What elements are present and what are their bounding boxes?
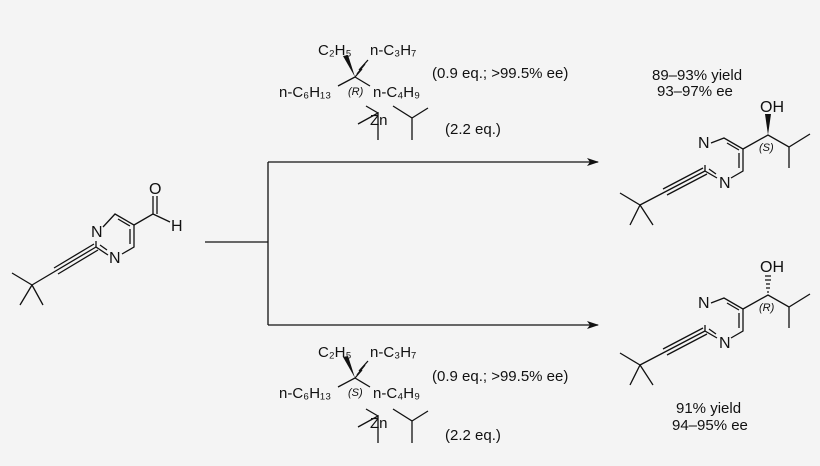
bottom-hydroxyl: OH [760,259,784,276]
bottom-yield: 91% yield [676,400,741,417]
zinc-amount: (2.2 eq.) [445,427,501,444]
bottom-ee: 94–95% ee [672,417,748,434]
ligand-ethyl: C₂H₅ [318,344,352,361]
atom-h: H [171,218,183,235]
diisopropylzinc: Zn [370,112,388,129]
ligand-ethyl: C₂H₅ [318,42,352,59]
ligand-hexyl: n-C₆H₁₃ [279,84,331,101]
ligand-propyl: n-C₃H₇ [370,42,416,59]
bottom-reagents: C₂H₅ n-C₃H₇ n-C₆H₁₃ (S) n-C₄H₉ (0.9 eq.;… [279,344,568,444]
ligand-hexyl: n-C₆H₁₃ [279,385,331,402]
top-atom-n3: N [719,175,731,192]
starting-material-aldehyde: N N O H [11,181,183,306]
ligand-propyl: n-C₃H₇ [370,344,416,361]
top-stereo-label: (S) [759,142,774,154]
ligand-butyl: n-C₄H₉ [373,385,420,402]
top-ee: 93–97% ee [657,83,733,100]
top-product: 89–93% yield 93–97% ee OH (S) N N [619,67,811,226]
branching-arrows [205,158,599,329]
top-atom-n1: N [698,135,710,152]
ligand-stereo-label: (S) [348,387,363,399]
ligand-butyl: n-C₄H₉ [373,84,420,101]
atom-n3: N [109,250,121,267]
ligand-amount: (0.9 eq.; >99.5% ee) [432,368,568,385]
bottom-stereo-label: (R) [759,302,775,314]
bottom-atom-n1: N [698,295,710,312]
bottom-atom-n3: N [719,335,731,352]
top-yield: 89–93% yield [652,67,742,84]
ligand-stereo-label: (R) [348,86,364,98]
zinc-amount: (2.2 eq.) [445,121,501,138]
ligand-amount: (0.9 eq.; >99.5% ee) [432,65,568,82]
bottom-product: OH (R) N N 91% yield 94–95% ee [619,259,811,434]
atom-n1: N [91,224,103,241]
diisopropylzinc: Zn [370,415,388,432]
top-hydroxyl: OH [760,99,784,116]
atom-o: O [149,181,161,198]
top-reagents: C₂H₅ n-C₃H₇ n-C₆H₁₃ (R) n-C₄H₉ (0.9 eq.;… [279,42,568,140]
